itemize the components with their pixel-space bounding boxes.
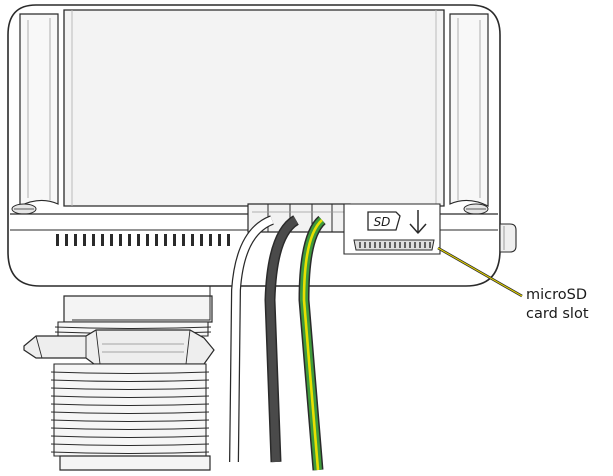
thread-ring: [50, 371, 210, 374]
vent-slot: [218, 234, 221, 246]
sd-logo-icon: [367, 211, 401, 231]
gland-lower-thread: [50, 363, 210, 457]
down-arrow-icon: [409, 210, 427, 234]
vent-slot: [92, 234, 95, 246]
microsd-slot-opening: [353, 239, 435, 251]
gland-hex-nut: [23, 329, 215, 365]
thread-ring: [50, 427, 210, 430]
sd-logo-label: SD: [374, 215, 391, 229]
vent-slot: [119, 234, 122, 246]
vent-slot: [65, 234, 68, 246]
right-mounting-screw-icon: [463, 203, 489, 215]
gland-bottom-lip: [59, 455, 211, 471]
thread-ring: [50, 403, 210, 406]
housing-left-rail: [19, 13, 59, 207]
vent-slot: [56, 234, 59, 246]
vent-slot: [128, 234, 131, 246]
vent-slot: [191, 234, 194, 246]
thread-ring: [50, 443, 210, 446]
vent-slot: [182, 234, 185, 246]
thread-ring: [50, 451, 210, 454]
microsd-slot-area: SD: [343, 203, 441, 255]
callout-label: microSD card slot: [526, 286, 612, 324]
vent-slot: [209, 234, 212, 246]
thread-body: [53, 363, 207, 457]
thread-ring: [50, 379, 210, 382]
vent-slot: [110, 234, 113, 246]
ventilation-slots: [56, 234, 230, 246]
callout-label-line-2: card slot: [526, 306, 589, 322]
thread-ring: [50, 387, 210, 390]
callout-label-line-1: microSD: [526, 287, 588, 303]
callout-leader-line: [437, 246, 523, 298]
thread-ring: [50, 395, 210, 398]
thread-ring: [50, 411, 210, 414]
thread-ring: [54, 326, 212, 329]
vent-slot: [101, 234, 104, 246]
vent-slot: [227, 234, 230, 246]
housing: [7, 4, 517, 321]
thread-ring: [50, 435, 210, 438]
cable-gland: [23, 295, 215, 471]
vent-slot: [200, 234, 203, 246]
left-mounting-screw-icon: [11, 203, 37, 215]
housing-right-rail: [449, 13, 489, 207]
vent-slot: [146, 234, 149, 246]
vent-slot: [83, 234, 86, 246]
gland-neck: [63, 295, 213, 323]
vent-slot: [137, 234, 140, 246]
thread-ring: [50, 419, 210, 422]
side-button: [499, 223, 517, 253]
vent-slot: [173, 234, 176, 246]
vent-slot: [164, 234, 167, 246]
vent-slot: [155, 234, 158, 246]
housing-lid: [63, 9, 445, 207]
vent-slot: [74, 234, 77, 246]
wires: [229, 215, 326, 471]
